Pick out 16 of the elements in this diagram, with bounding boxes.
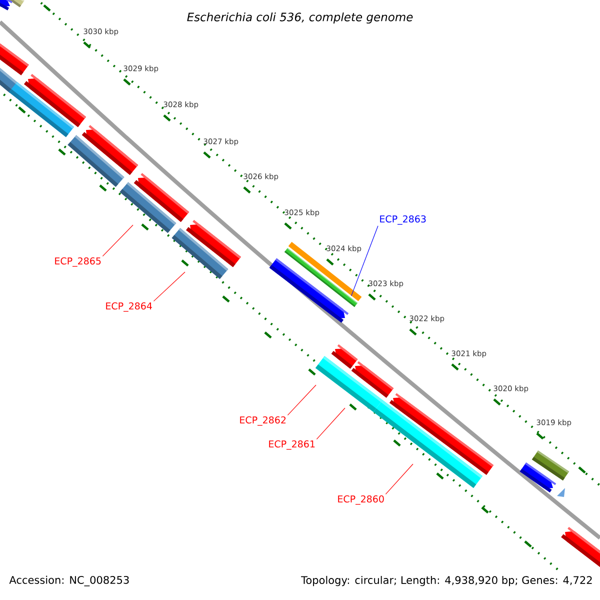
accession-text: Accession: NC_008253 <box>9 576 129 586</box>
leader-line <box>102 224 134 256</box>
leader-line <box>316 408 346 440</box>
leader-line <box>153 272 186 302</box>
title: Escherichia coli 536, complete genome <box>187 12 413 24</box>
gene-label: ECP_2865 <box>55 257 101 267</box>
leader-line <box>287 384 316 416</box>
gene-bar <box>288 242 362 302</box>
gene-label: ECP_2862 <box>240 416 286 426</box>
gene-label: ECP_2863 <box>380 215 426 225</box>
leader-line <box>350 226 378 296</box>
gene-label: ECP_2864 <box>106 302 152 312</box>
leader-line <box>385 464 414 494</box>
genome-info-text: Topology: circular; Length: 4,938,920 bp; Genes: 4,722 <box>301 576 592 586</box>
gene-label: ECP_2860 <box>338 495 384 505</box>
gene-label: ECP_2861 <box>269 440 315 450</box>
